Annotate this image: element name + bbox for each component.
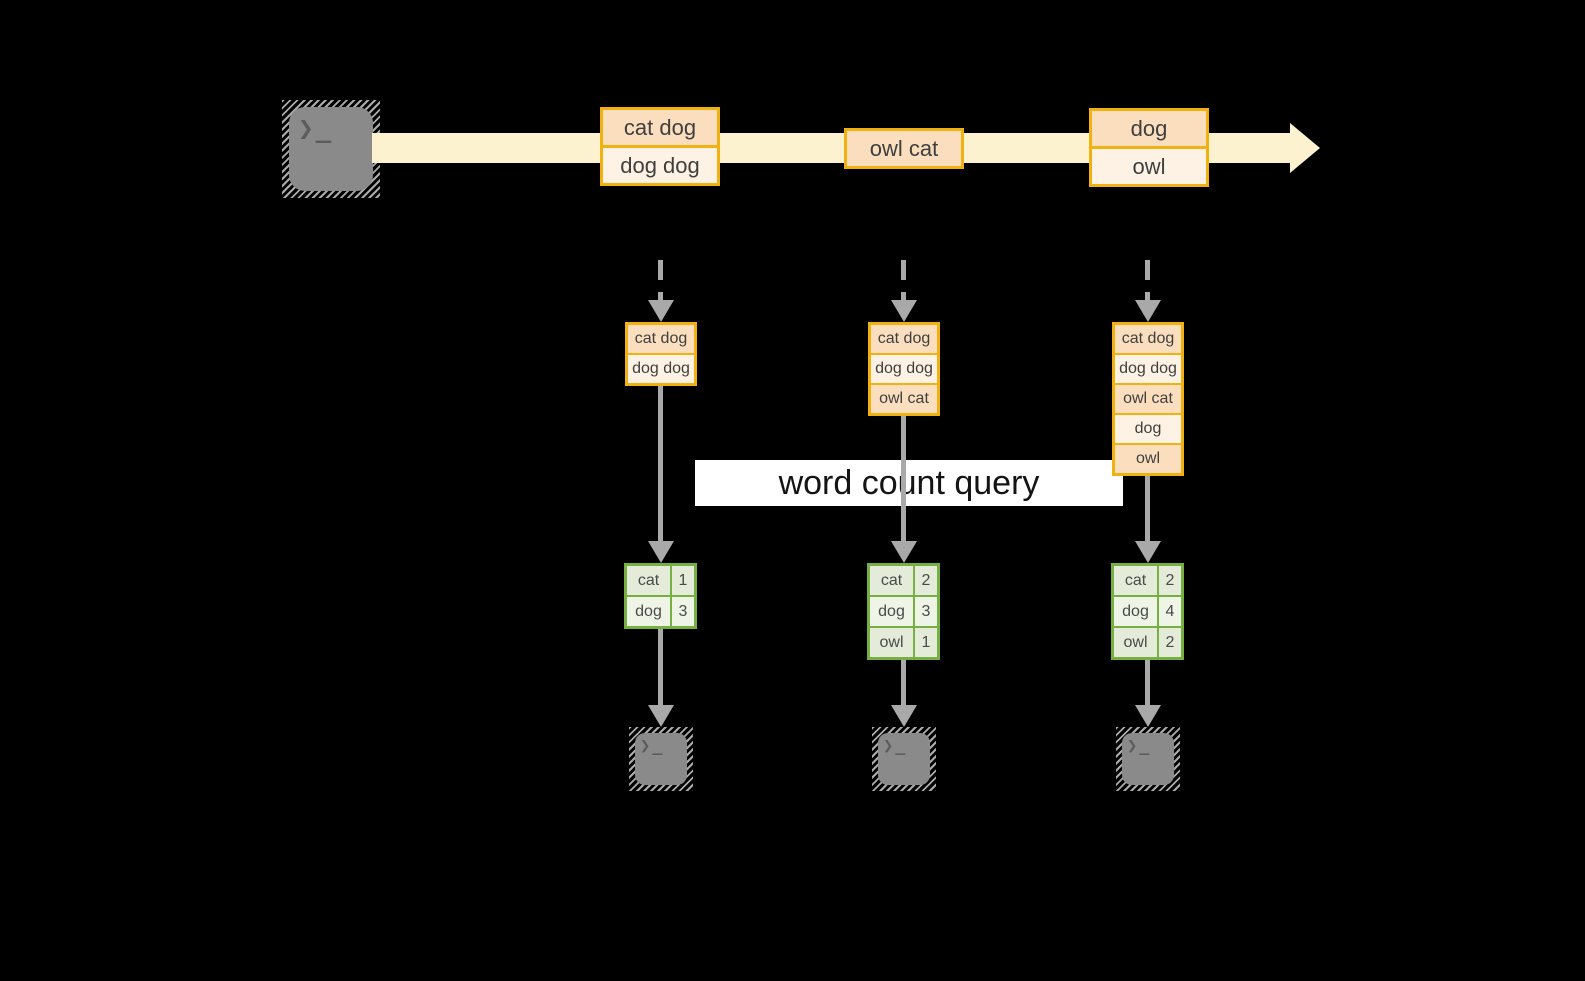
stream-event-row: cat dog [603, 110, 717, 145]
arrow-line [658, 629, 663, 705]
count-value-cell: 1 [672, 566, 694, 595]
count-table-3: cat 2 dog 4 owl 2 [1111, 563, 1184, 660]
count-word-cell: cat [1114, 566, 1157, 595]
dashed-arrow-line [658, 260, 663, 302]
batch-row: owl cat [871, 383, 937, 413]
batch-state-box-2: cat dog dog dog owl cat [868, 322, 940, 416]
count-value-cell: 2 [1159, 566, 1181, 595]
sink-terminal-icon: ❯_ [1116, 727, 1180, 791]
count-word-cell: cat [627, 566, 670, 595]
dashed-arrow-head-icon [891, 300, 917, 322]
terminal-prompt-icon: ❯_ [640, 736, 665, 756]
count-value-cell: 3 [915, 597, 937, 626]
count-table-1: cat 1 dog 3 [624, 563, 697, 629]
count-word-cell: dog [870, 597, 913, 626]
dashed-arrow-head-icon [648, 300, 674, 322]
count-word-cell: owl [1114, 628, 1157, 657]
stream-event-row: dog dog [603, 145, 717, 183]
arrow-line [1145, 476, 1150, 541]
count-word-cell: owl [870, 628, 913, 657]
count-value-cell: 2 [1159, 628, 1181, 657]
batch-row: dog dog [1115, 353, 1181, 383]
stream-timeline-arrowhead-icon [1290, 123, 1320, 173]
arrow-line [658, 386, 663, 541]
stream-event-row: owl cat [847, 131, 961, 166]
terminal-prompt-icon: ❯_ [883, 736, 908, 756]
stream-event-box-2: owl cat [844, 128, 964, 169]
stream-event-box-1: cat dog dog dog [600, 107, 720, 186]
count-word-cell: dog [627, 597, 670, 626]
count-word-cell: cat [870, 566, 913, 595]
dashed-arrow-line [901, 260, 906, 302]
count-value-cell: 4 [1159, 597, 1181, 626]
batch-state-box-3: cat dog dog dog owl cat dog owl [1112, 322, 1184, 476]
stream-event-row: owl [1092, 146, 1206, 184]
count-word-cell: dog [1114, 597, 1157, 626]
batch-row: cat dog [628, 325, 694, 353]
batch-row: cat dog [871, 325, 937, 353]
batch-row: dog dog [871, 353, 937, 383]
arrow-line [1145, 660, 1150, 705]
arrow-head-icon [891, 541, 917, 563]
batch-row: owl cat [1115, 383, 1181, 413]
count-table-2: cat 2 dog 3 owl 1 [867, 563, 940, 660]
batch-row: dog [1115, 413, 1181, 443]
arrow-line [901, 416, 906, 541]
count-value-cell: 3 [672, 597, 694, 626]
count-value-cell: 2 [915, 566, 937, 595]
arrow-head-icon [648, 705, 674, 727]
arrow-head-icon [1135, 705, 1161, 727]
batch-row: cat dog [1115, 325, 1181, 353]
arrow-head-icon [648, 541, 674, 563]
sink-terminal-icon: ❯_ [872, 727, 936, 791]
terminal-screen [635, 733, 687, 785]
batch-row: dog dog [628, 353, 694, 383]
stream-event-row: dog [1092, 111, 1206, 146]
arrow-head-icon [891, 705, 917, 727]
terminal-screen [289, 107, 373, 191]
stream-event-box-3: dog owl [1089, 108, 1209, 187]
terminal-prompt-icon: ❯_ [1127, 736, 1152, 756]
arrow-head-icon [1135, 541, 1161, 563]
terminal-screen [1122, 733, 1174, 785]
batch-row: owl [1115, 443, 1181, 473]
terminal-screen [878, 733, 930, 785]
count-value-cell: 1 [915, 628, 937, 657]
dashed-arrow-head-icon [1135, 300, 1161, 322]
dashed-arrow-line [1145, 260, 1150, 302]
terminal-prompt-icon: ❯_ [298, 114, 334, 144]
query-label: word count query [695, 460, 1123, 506]
sink-terminal-icon: ❯_ [629, 727, 693, 791]
source-terminal-icon: ❯_ [282, 100, 380, 198]
batch-state-box-1: cat dog dog dog [625, 322, 697, 386]
arrow-line [901, 660, 906, 705]
